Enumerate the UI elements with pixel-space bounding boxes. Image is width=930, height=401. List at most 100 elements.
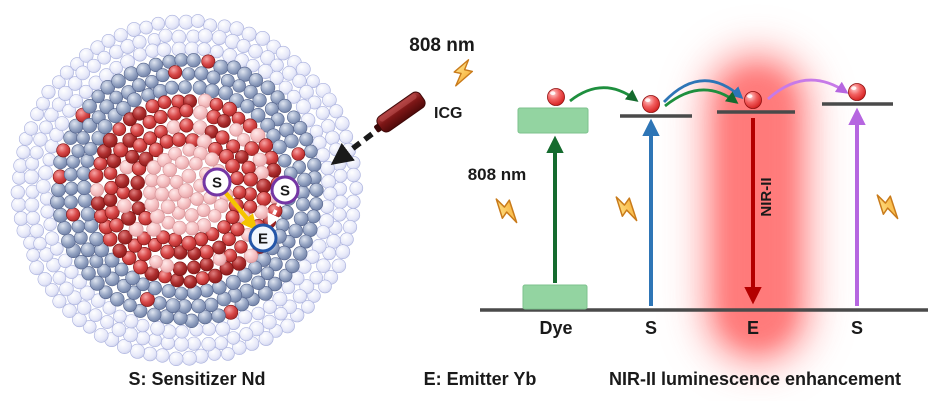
nanoparticle-sphere xyxy=(114,173,130,189)
nanoparticle-sphere xyxy=(199,244,214,260)
nanoparticle-sphere xyxy=(242,118,258,134)
nanoparticle-sphere xyxy=(212,252,227,266)
nanoparticle-sphere xyxy=(199,257,214,272)
nanoparticle-sphere xyxy=(306,74,320,88)
nanoparticle-sphere xyxy=(155,348,170,363)
nanoparticle-sphere xyxy=(217,220,231,234)
nanoparticle-sphere xyxy=(63,195,78,210)
nanoparticle-sphere xyxy=(62,103,76,118)
transfer-arc-s-to-e-blue xyxy=(662,79,744,103)
sensitizer-badge-circle xyxy=(202,167,232,197)
nanoparticle-sphere xyxy=(257,285,273,301)
nanoparticle-sphere xyxy=(252,93,267,108)
dye-ground-state xyxy=(522,284,588,310)
legend-enhancement: NIR-II luminescence enhancement xyxy=(609,369,901,389)
nanoparticle-sphere xyxy=(251,275,266,290)
nanoparticle-sphere xyxy=(93,156,108,171)
nanoparticle-sphere xyxy=(331,258,347,273)
nanoparticle-sphere xyxy=(116,101,131,116)
nanoparticle-sphere xyxy=(232,79,246,93)
nanoparticle-sphere xyxy=(264,102,279,116)
nanoparticle-sphere xyxy=(113,28,128,43)
nanoparticle-sphere xyxy=(145,99,160,114)
nanoparticle-sphere xyxy=(284,134,299,149)
nanoparticle-sphere xyxy=(243,84,258,99)
nanoparticle-sphere xyxy=(169,175,184,189)
nanoparticle-sphere xyxy=(83,142,98,156)
nanoparticle-sphere xyxy=(256,191,272,206)
nanoparticle-sphere xyxy=(137,231,151,246)
nanoparticle-sphere xyxy=(237,66,253,82)
nanoparticle-sphere xyxy=(193,105,208,120)
nanoparticle-sphere xyxy=(223,304,239,320)
nanoparticle-sphere xyxy=(196,218,212,233)
nanoparticle-sphere xyxy=(254,205,269,220)
nanoparticle-sphere xyxy=(248,73,263,88)
nanoparticle-sphere xyxy=(218,85,233,101)
nanoparticle-sphere xyxy=(346,208,361,223)
nanoparticle-sphere xyxy=(117,229,133,245)
transfer-arc-s-to-e-green xyxy=(664,88,739,108)
nanoparticle-sphere xyxy=(231,111,246,126)
nanoparticle-sphere xyxy=(109,90,123,105)
nanoparticle-sphere xyxy=(150,320,165,336)
nanoparticle-sphere xyxy=(190,192,204,206)
nanoparticle-sphere xyxy=(93,328,109,343)
nanoparticle-sphere xyxy=(274,307,288,321)
nanoparticle-sphere xyxy=(236,133,251,147)
nanoparticle-sphere xyxy=(45,283,59,297)
nanoparticle-sphere xyxy=(111,73,126,89)
nanoparticle-sphere xyxy=(172,261,188,277)
nanoparticle-sphere xyxy=(301,299,315,314)
nanoparticle-sphere xyxy=(39,247,54,262)
nanoparticle-sphere xyxy=(132,106,147,121)
nanoparticle-sphere xyxy=(243,172,258,187)
nanoparticle-sphere xyxy=(221,347,235,361)
nanoparticle-sphere xyxy=(104,204,120,220)
nanoparticle-sphere xyxy=(255,31,270,46)
dye-excited-state xyxy=(517,107,589,134)
nanoparticle-sphere xyxy=(329,142,343,157)
nanoparticle-sphere xyxy=(217,114,231,128)
nanoparticle-sphere xyxy=(185,221,200,236)
nanoparticle-sphere xyxy=(174,286,188,301)
nanoparticle-sphere xyxy=(90,40,105,56)
nanoparticle-sphere xyxy=(128,221,144,237)
nanoparticle-sphere xyxy=(147,280,162,296)
nanoparticle-sphere xyxy=(168,65,183,80)
nanoparticle-sphere xyxy=(304,144,318,159)
nanoparticle-sphere xyxy=(277,153,292,168)
nanoparticle-sphere xyxy=(230,171,245,186)
nanoparticle-sphere xyxy=(322,246,337,261)
nanoparticle-sphere xyxy=(299,84,314,100)
nanoparticle-sphere xyxy=(237,267,253,283)
nanoparticle-sphere xyxy=(196,203,211,218)
nanoparticle-sphere xyxy=(280,318,295,334)
nanoparticle-sphere xyxy=(181,67,196,81)
electron-ball xyxy=(641,94,661,114)
nanoparticle-sphere xyxy=(99,285,113,300)
nanoparticle-sphere xyxy=(257,64,273,80)
nanoparticle-sphere xyxy=(291,147,306,161)
nanoparticle-sphere xyxy=(225,274,241,290)
legend-emitter: E: Emitter Yb xyxy=(424,369,537,389)
nanoparticle-sphere xyxy=(281,65,297,81)
nanoparticle-sphere xyxy=(339,232,354,247)
nanoparticle-sphere xyxy=(23,169,39,185)
nanoparticle-sphere xyxy=(139,292,155,307)
nanoparticle-sphere xyxy=(52,271,67,285)
nanoparticle-sphere xyxy=(102,231,118,247)
nanoparticle-sphere xyxy=(167,106,182,121)
nanoparticle-sphere xyxy=(208,209,222,223)
nanoparticle-sphere xyxy=(38,165,53,181)
nanoparticle-sphere xyxy=(51,182,66,198)
nanoparticle-sphere xyxy=(219,261,234,276)
transfer-arc-dye-to-s xyxy=(569,86,639,103)
nanoparticle-sphere xyxy=(67,76,83,91)
nanoparticle-sphere xyxy=(278,80,293,95)
level-label-s1: S xyxy=(645,318,657,338)
nanoparticle-sphere xyxy=(59,65,74,80)
nanoparticle-sphere xyxy=(155,68,170,83)
nanoparticle-sphere xyxy=(251,306,265,321)
nanoparticle-sphere xyxy=(75,65,91,81)
